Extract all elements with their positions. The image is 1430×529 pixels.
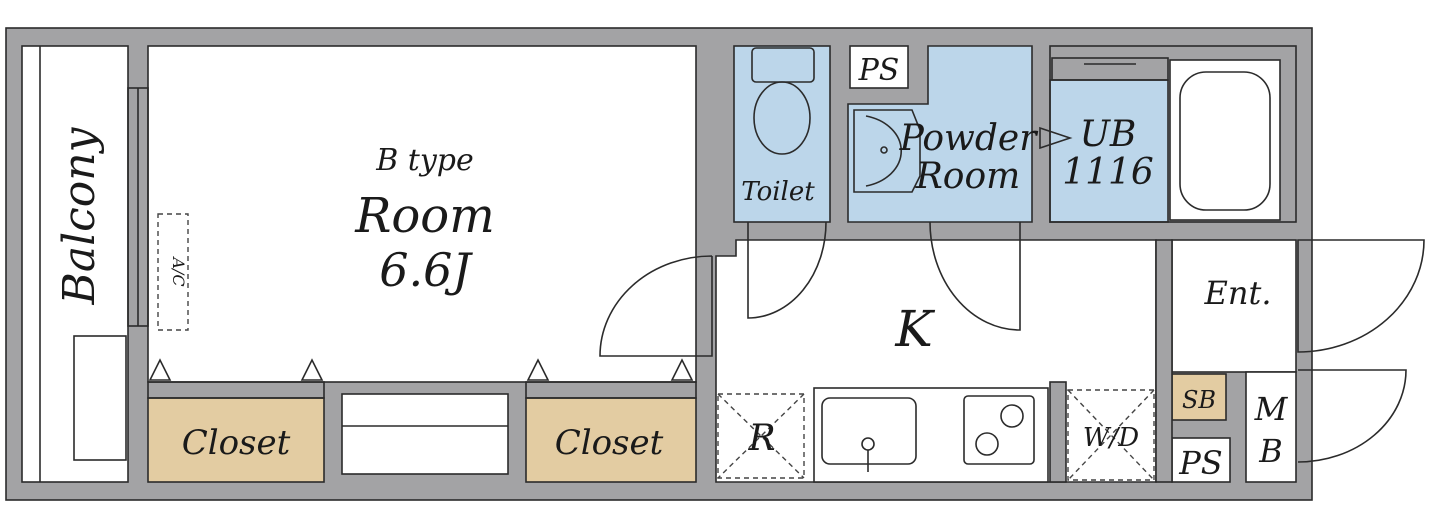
partition-kitchen-left [1049, 381, 1067, 483]
aircon-box [157, 213, 189, 331]
washer-cross-2 [1067, 389, 1155, 481]
ps-bottom-label: PS [1178, 444, 1222, 482]
ub-label-line1: UB [1080, 114, 1137, 155]
unit-bath-area [1049, 79, 1169, 223]
entrance-door [1297, 239, 1425, 353]
bath-vanity [1051, 57, 1169, 81]
switchboard-label: SB [1182, 386, 1216, 414]
closet-right-door [525, 381, 697, 399]
balcony-label: Balcony [54, 126, 105, 305]
meter-label-line2: B [1258, 432, 1283, 470]
refrigerator-label: R [747, 418, 775, 459]
washer-cross-1 [1067, 389, 1155, 481]
closet-left-door [147, 381, 325, 399]
room-type-label: B type [375, 143, 474, 178]
refrigerator-cross-2 [717, 393, 805, 479]
kitchen-label: K [894, 300, 935, 358]
washbasin-icon [853, 109, 921, 193]
sink-drain [861, 437, 875, 451]
meter-label-line1: M [1254, 390, 1289, 428]
closet-left-marker-2 [300, 358, 324, 381]
meter-box [1245, 371, 1297, 483]
ps-top-box [849, 45, 909, 89]
switchboard-box [1171, 373, 1227, 421]
entrance-label: Ent. [1204, 274, 1272, 312]
powder-label-line1: Powder [899, 118, 1039, 159]
washer-space [1067, 389, 1155, 481]
washer-label: W/D [1083, 423, 1139, 453]
aircon-label: A/C [169, 255, 188, 286]
closet-right-marker-2 [670, 358, 694, 381]
powder-door [929, 221, 1021, 331]
room-size-label: 6.6J [379, 243, 473, 297]
washbasin-drain [880, 146, 888, 154]
bathtub-inner [1179, 71, 1271, 211]
toilet-bowl-icon [753, 81, 811, 155]
outdoor-unit [73, 335, 127, 461]
powder-label-line2: Room [915, 156, 1021, 197]
partition-entrance [1155, 239, 1173, 483]
room-name-label: Room [354, 188, 494, 244]
refrigerator-cross-1 [717, 393, 805, 479]
refrigerator-space [717, 393, 805, 479]
entrance-area [1171, 239, 1297, 373]
unit-bath-frame [1049, 45, 1297, 223]
ub-door-marker [1039, 126, 1073, 150]
washbasin-bowl [865, 115, 903, 187]
stove-burner-2 [975, 432, 999, 456]
powder-room [847, 45, 1033, 223]
room-door [599, 255, 713, 357]
toilet-label: Toilet [741, 177, 815, 207]
ps-top-label: PS [858, 53, 900, 88]
meter-door [1297, 369, 1407, 463]
closet-right-marker-1 [526, 358, 550, 381]
kitchen-counter [813, 387, 1049, 483]
sink-icon [821, 397, 917, 465]
closet-left-label: Closet [182, 423, 291, 463]
ub-label-line2: 1116 [1062, 152, 1154, 193]
stove-burner-1 [1000, 404, 1024, 428]
toilet-door [747, 221, 827, 319]
closet-left-marker-1 [148, 358, 172, 381]
stove-icon [963, 395, 1035, 465]
center-shelf [341, 393, 509, 475]
closet-right-label: Closet [555, 423, 664, 463]
bathtub [1169, 59, 1281, 221]
